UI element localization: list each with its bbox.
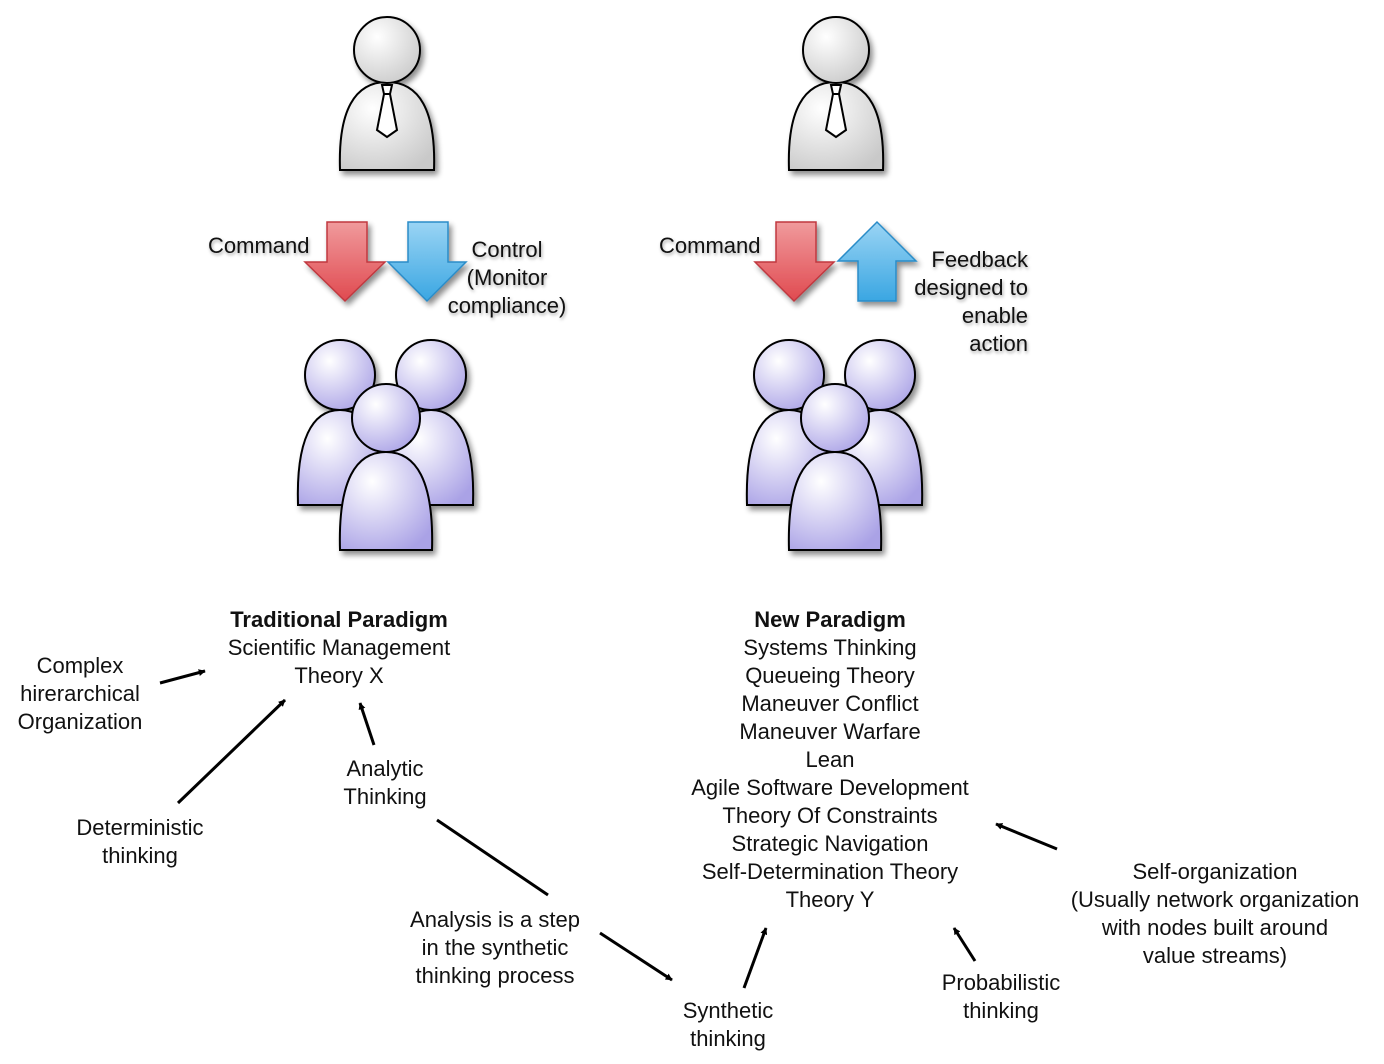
arrow-deterministic-to-traditional — [176, 698, 287, 805]
synthetic-thinking-label: Synthetic thinking — [682, 998, 774, 1051]
arrow-complex-to-traditional — [159, 669, 206, 685]
traditional-control-arrow — [386, 221, 468, 303]
new-item: Strategic Navigation — [731, 831, 929, 856]
new-item: Theory Of Constraints — [722, 803, 938, 828]
deterministic-thinking-label: Deterministic thinking — [76, 815, 204, 868]
analytic-thinking-label: Analytic Thinking — [343, 756, 427, 809]
traditional-team-icon — [296, 339, 475, 551]
new-item: Agile Software Development — [691, 775, 969, 800]
new-item: Lean — [805, 747, 855, 772]
new-command-label: Command — [659, 233, 761, 258]
new-item: Maneuver Warfare — [739, 719, 921, 744]
new-item: Queueing Theory — [745, 663, 915, 688]
new-paradigm-block: New Paradigm Systems Thinking Queueing T… — [650, 606, 1010, 914]
new-item: Maneuver Conflict — [741, 691, 919, 716]
traditional-command-arrow — [303, 221, 387, 303]
self-organization-label: Self-organization (Usually network organ… — [1070, 859, 1360, 968]
line-analytic-to-analysis — [436, 818, 549, 897]
new-item: Self-Determination Theory — [701, 859, 959, 884]
traditional-command-label: Command — [208, 233, 310, 258]
arrow-selforg-to-new — [995, 822, 1058, 851]
arrow-analysis-to-synthetic — [599, 931, 673, 982]
traditional-item: Scientific Management — [227, 635, 451, 660]
traditional-manager-icon — [338, 16, 436, 171]
new-item: Theory Y — [785, 887, 875, 912]
new-manager-icon — [787, 16, 885, 171]
arrow-probabilistic-to-new — [952, 927, 977, 962]
traditional-paradigm-title: Traditional Paradigm — [230, 607, 448, 632]
new-command-arrow — [753, 221, 836, 303]
probabilistic-thinking-label: Probabilistic thinking — [941, 970, 1061, 1023]
new-feedback-arrow — [836, 220, 918, 302]
traditional-item: Theory X — [294, 663, 384, 688]
new-feedback-label: Feedback designed to enable action — [914, 247, 1028, 356]
arrow-analytic-to-traditional — [358, 702, 376, 746]
new-paradigm-title: New Paradigm — [754, 607, 906, 632]
analysis-step-label: Analysis is a step in the synthetic thin… — [410, 907, 580, 988]
traditional-paradigm-block: Traditional Paradigm Scientific Manageme… — [189, 606, 489, 690]
new-team-icon — [745, 339, 924, 551]
new-item: Systems Thinking — [743, 635, 917, 660]
complex-organization-label: Complex hirerarchical Organization — [17, 653, 143, 734]
traditional-control-label: Control (Monitor compliance) — [447, 237, 567, 318]
arrow-synthetic-to-new — [742, 927, 768, 989]
